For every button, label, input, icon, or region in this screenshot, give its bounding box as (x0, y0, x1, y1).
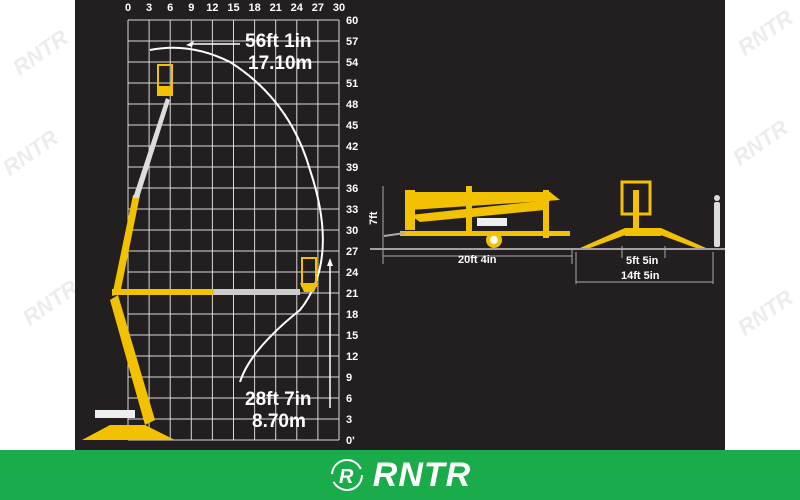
x-tick-label: 18 (248, 2, 260, 14)
x-tick-label: 3 (146, 2, 152, 14)
y-tick-label: 0' (346, 435, 355, 447)
watermark: RNTR (18, 274, 83, 331)
max-outreach-metric: 8.70m (252, 411, 306, 432)
x-tick-label: 9 (188, 2, 194, 14)
y-tick-label: 6 (346, 393, 352, 405)
y-tick-label: 24 (346, 267, 359, 279)
x-axis-labels: 0 3 6 9 12 15 18 21 24 27 30 (125, 2, 345, 14)
boom-lift-vertical (82, 64, 175, 440)
working-envelope-curve (149, 46, 324, 383)
watermark: RNTR (8, 24, 73, 81)
stowed-side-view (370, 186, 730, 264)
rntr-logo-text: RNTR (372, 455, 472, 494)
watermark: RNTR (733, 4, 798, 61)
y-tick-label: 3 (346, 414, 352, 426)
front-view (575, 180, 714, 284)
y-tick-label: 30 (346, 225, 358, 237)
stowed-height-label: 7ft (368, 211, 380, 225)
y-tick-label: 48 (346, 99, 358, 111)
x-tick-label: 12 (206, 2, 218, 14)
y-tick-label: 57 (346, 36, 358, 48)
y-tick-label: 33 (346, 204, 358, 216)
y-tick-label: 42 (346, 141, 358, 153)
outrigger-span-label: 14ft 5in (621, 270, 660, 282)
max-outreach-imperial: 28ft 7in (245, 389, 312, 410)
y-tick-label: 36 (346, 183, 358, 195)
y-axis-labels: 60 57 54 51 48 45 42 39 36 33 30 27 24 21 18 15 12 9 6 3 0' (346, 15, 359, 447)
y-tick-label: 9 (346, 372, 352, 384)
y-tick-label: 21 (346, 288, 358, 300)
y-tick-label: 51 (346, 78, 358, 90)
y-tick-label: 54 (346, 57, 359, 69)
stowed-width-label: 5ft 5in (626, 255, 659, 267)
x-tick-label: 0 (125, 2, 131, 14)
y-tick-label: 39 (346, 162, 358, 174)
y-tick-label: 12 (346, 351, 358, 363)
y-tick-label: 18 (346, 309, 358, 321)
max-height-metric: 17.10m (248, 53, 312, 74)
rntr-logo-icon: R (330, 459, 363, 491)
y-tick-label: 15 (346, 330, 358, 342)
y-tick-label: 60 (346, 15, 358, 27)
x-tick-label: 27 (312, 2, 324, 14)
range-grid (127, 19, 340, 441)
x-tick-label: 21 (270, 2, 282, 14)
boom-lift-horizontal (112, 257, 318, 295)
stowed-length-label: 20ft 4in (458, 254, 497, 266)
watermark: RNTR (733, 284, 798, 341)
x-tick-label: 24 (291, 2, 304, 14)
person-scale-figure (714, 195, 720, 247)
watermark: RNTR (0, 124, 63, 181)
y-tick-label: 27 (346, 246, 358, 258)
arrow-head-icon (327, 258, 333, 266)
x-tick-label: 30 (333, 2, 345, 14)
x-tick-label: 6 (167, 2, 173, 14)
footer-bar: R RNTR (0, 450, 800, 500)
svg-text:R: R (339, 466, 354, 488)
x-tick-label: 15 (227, 2, 239, 14)
y-tick-label: 45 (346, 120, 358, 132)
max-height-imperial: 56ft 1in (245, 31, 312, 52)
watermark: RNTR (728, 114, 793, 171)
